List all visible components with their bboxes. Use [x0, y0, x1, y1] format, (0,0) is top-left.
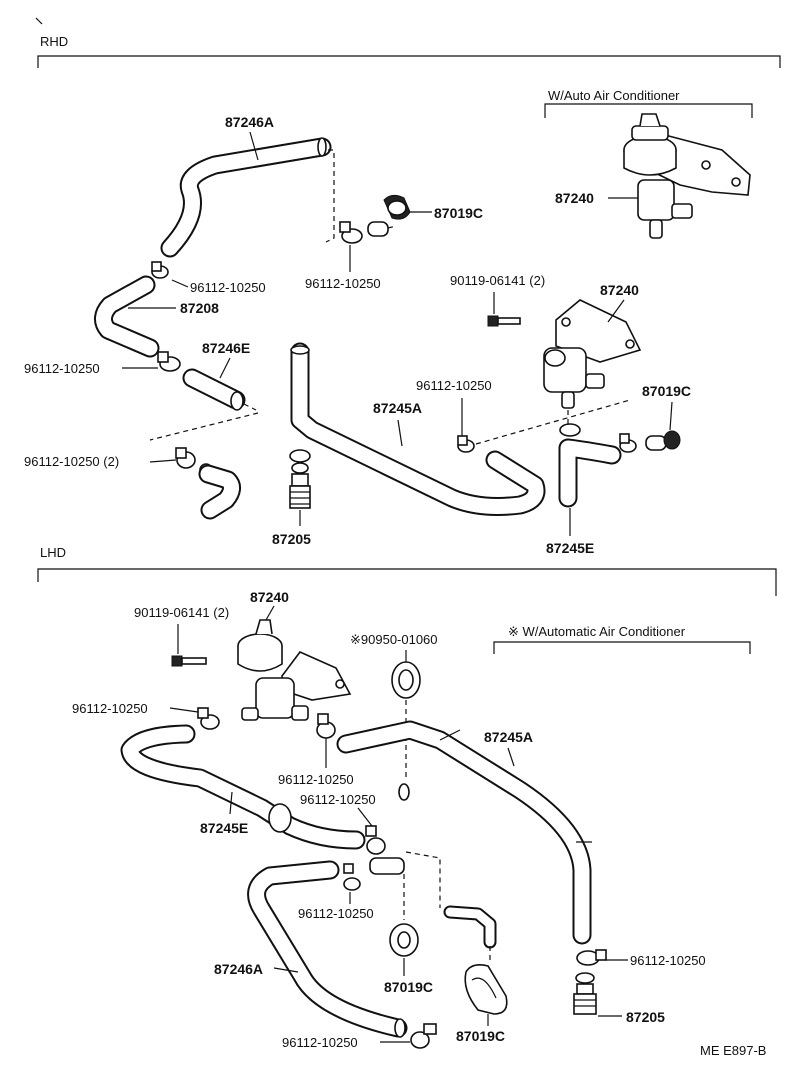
- figure-code: ME E897-B: [700, 1043, 766, 1058]
- label-rhd-87246A: 87246A: [225, 114, 274, 130]
- lhd-clamp-c: [365, 825, 386, 855]
- label-rhd-vsv-87240: 87240: [600, 282, 639, 298]
- lhd-vsv-87240: [237, 619, 352, 721]
- label-rhd-clamp-d: 96112-10250: [416, 378, 492, 393]
- lhd-clamp-b: [316, 713, 336, 739]
- label-rhd-clamp-e: 96112-10250 (2): [24, 454, 119, 469]
- label-rhd-clamp-c: 96112-10250: [24, 361, 100, 376]
- rhd-bracket: [37, 55, 781, 68]
- label-rhd-bolt: 90119-06141 (2): [450, 273, 545, 288]
- rhd-clamp-a: [151, 261, 169, 279]
- rhd-vsv-87240: [543, 299, 642, 409]
- lhd-gasket-87019C: [389, 923, 419, 957]
- label-lhd-vsv-87240: 87240: [250, 589, 289, 605]
- label-lhd-clamp-c: 96112-10250: [300, 792, 376, 807]
- lhd-clamp-d: [343, 863, 361, 891]
- lhd-hose-87246A: [247, 860, 408, 1038]
- label-lhd-87245E: 87245E: [200, 820, 248, 836]
- rhd-hose-87208: [94, 275, 160, 358]
- rhd-bolt: [487, 315, 521, 327]
- lhd-clamp-a: [197, 707, 220, 730]
- label-rhd-87245E: 87245E: [546, 540, 594, 556]
- lhd-clamp-e: [576, 949, 607, 966]
- label-rhd-87205: 87205: [272, 531, 311, 547]
- lhd-o-ring: [398, 783, 410, 801]
- rhd-gasket-87019C-b: [619, 430, 681, 453]
- label-rhd-87245A: 87245A: [373, 400, 422, 416]
- rhd-clamp-upper: [339, 221, 363, 244]
- rhd-vsv-auto-ac: [623, 113, 751, 239]
- rhd-valve-87205: [289, 449, 311, 509]
- label-lhd-clamp-e: 96112-10250: [630, 953, 706, 968]
- label-rhd-clamp-a: 96112-10250: [190, 280, 266, 295]
- label-rhd-87019C-b: 87019C: [642, 383, 691, 399]
- label-rhd-clamp-b: 96112-10250: [305, 276, 381, 291]
- label-rhd-87019C: 87019C: [434, 205, 483, 221]
- lhd-clamp-f: [410, 1023, 437, 1049]
- rhd-clamp-d: [457, 435, 475, 453]
- lhd-option-label: ※ W/Automatic Air Conditioner: [508, 624, 686, 639]
- rhd-option-label: W/Auto Air Conditioner: [548, 88, 680, 103]
- label-lhd-clamp-b: 96112-10250: [278, 772, 354, 787]
- lhd-option-bracket: [493, 641, 751, 654]
- rhd-hose-87246A: [160, 137, 332, 258]
- label-lhd-bolt: 90119-06141 (2): [134, 605, 229, 620]
- lhd-gasket-87019C-b: [464, 964, 508, 1015]
- lhd-hose-87245A: [336, 720, 592, 945]
- lhd-valve-87205: [573, 972, 597, 1015]
- section-label-rhd: RHD: [40, 34, 68, 49]
- lhd-elbow: [443, 905, 497, 949]
- label-lhd-87245A: 87245A: [484, 729, 533, 745]
- lhd-grommet: [391, 661, 421, 699]
- lhd-bracket: [37, 568, 777, 596]
- rhd-hose-stub-lower: [198, 464, 241, 520]
- rhd-hose-stub-upper: [367, 221, 389, 237]
- label-lhd-grommet: ※90950-01060: [350, 632, 438, 647]
- label-rhd-87246E: 87246E: [202, 340, 250, 356]
- rhd-hose-87245E: [558, 423, 622, 508]
- label-lhd-clamp-f: 96112-10250: [282, 1035, 358, 1050]
- label-lhd-87246A: 87246A: [214, 961, 263, 977]
- rhd-gasket-87019C: [383, 194, 411, 220]
- lhd-bolt: [171, 655, 207, 667]
- label-lhd-87019C-b: 87019C: [456, 1028, 505, 1044]
- label-rhd-87208: 87208: [180, 300, 219, 316]
- rhd-hose-87245A: [290, 342, 546, 516]
- label-rhd-vsv-87240-top: 87240: [555, 190, 594, 206]
- section-label-lhd: LHD: [40, 545, 66, 560]
- lhd-hose-87245E: [120, 724, 366, 850]
- rhd-option-bracket: [544, 103, 753, 118]
- label-lhd-87019C: 87019C: [384, 979, 433, 995]
- label-lhd-87205: 87205: [626, 1009, 665, 1025]
- rhd-hose-87246E: [182, 368, 246, 411]
- rhd-clamp-c: [157, 351, 181, 372]
- corner-mark: [35, 17, 43, 25]
- label-lhd-clamp-a: 96112-10250: [72, 701, 148, 716]
- label-lhd-clamp-d: 96112-10250: [298, 906, 374, 921]
- lhd-hose-stub: [369, 857, 405, 875]
